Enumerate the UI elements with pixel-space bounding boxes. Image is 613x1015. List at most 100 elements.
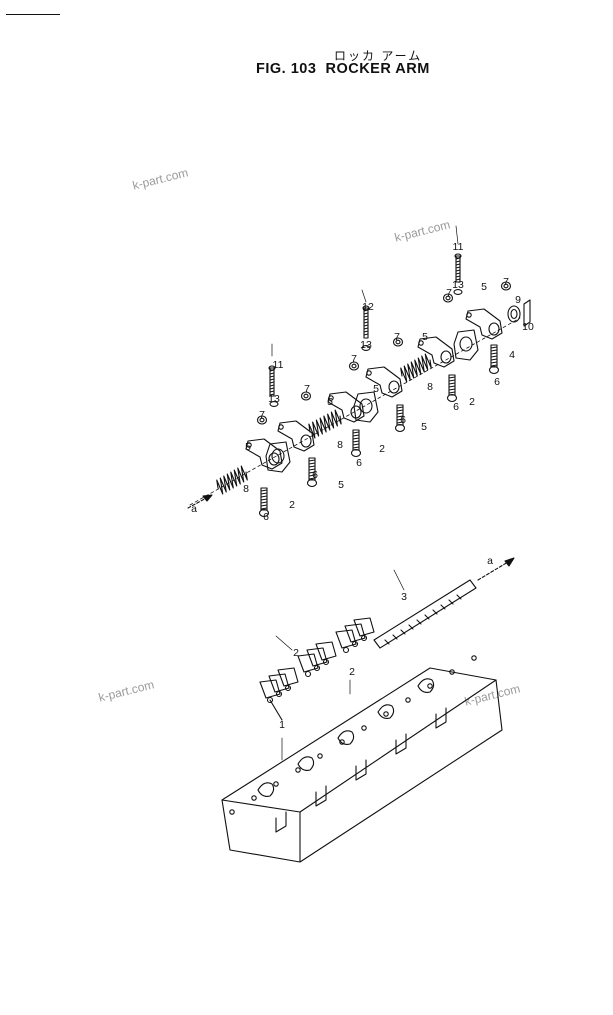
- spring-part: [216, 465, 248, 495]
- screw-thread: [363, 324, 369, 327]
- rocker-arm-bore: [440, 350, 452, 364]
- callout-label-8: 8: [427, 381, 433, 393]
- rocker-arm-bore: [488, 322, 500, 336]
- bolt-thread: [448, 376, 456, 379]
- bolt-head: [446, 393, 458, 403]
- cluster-leader: [269, 699, 283, 721]
- bolt-thread: [308, 474, 316, 477]
- callout-label-13: 13: [360, 339, 372, 351]
- callout-label-a: a: [191, 503, 197, 515]
- assembled-bolt-head: [360, 634, 368, 642]
- screw-thread: [363, 321, 369, 324]
- shaft-oil-hole: [400, 629, 406, 635]
- callout-label-10: 10: [522, 321, 534, 333]
- spring-part: [308, 409, 342, 439]
- callout-label-11: 11: [453, 241, 464, 253]
- screw-thread: [269, 393, 275, 396]
- screw-thread: [363, 318, 369, 321]
- callout-leader-line: [275, 635, 293, 651]
- screw-thread: [455, 275, 461, 278]
- head-bolt-boss: [339, 739, 345, 745]
- assembled-bolt-head: [342, 646, 350, 654]
- assembled-bolt-head: [304, 670, 312, 678]
- bolt-thread: [352, 440, 360, 443]
- callout-leader-line: [361, 289, 367, 303]
- bolt-thread: [490, 355, 498, 358]
- callout-label-2: 2: [469, 396, 475, 408]
- head-port: [315, 785, 327, 807]
- washer-part: [453, 289, 463, 295]
- bolt-thread: [448, 385, 456, 388]
- bolt-head: [488, 365, 500, 375]
- head-port: [355, 759, 367, 781]
- bolt-thread: [352, 443, 360, 446]
- nut-hole: [303, 393, 309, 399]
- screw-thread: [455, 272, 461, 275]
- cylinder-head-front-edge: [221, 799, 301, 863]
- callout-label-8: 8: [243, 483, 249, 495]
- nut-hole: [351, 363, 357, 369]
- callout-label-6: 6: [356, 457, 362, 469]
- assembled-bolt-head: [322, 658, 330, 666]
- callout-label-5: 5: [421, 421, 427, 433]
- screw-thread: [455, 257, 461, 260]
- head-bolt-boss: [273, 781, 279, 787]
- title-japanese: ロッカ アーム: [334, 49, 423, 63]
- rocker-bracket-bore: [271, 448, 285, 464]
- screw-shank: [455, 255, 461, 283]
- bolt-thread: [448, 391, 456, 394]
- nut-part: [348, 361, 360, 371]
- bolt-thread: [396, 421, 404, 424]
- assembled-bolt-head: [275, 690, 283, 698]
- callout-label-7: 7: [394, 331, 400, 343]
- callout-label-7: 7: [503, 276, 509, 288]
- cylinder-head-top-edge: [299, 679, 497, 813]
- bolt-thread: [490, 364, 498, 367]
- screw-thread: [455, 266, 461, 269]
- rocker-arm-pad: [366, 370, 372, 376]
- bolt-thread: [490, 358, 498, 361]
- screw-thread: [363, 333, 369, 336]
- assembled-bolt-head: [266, 696, 274, 704]
- shaft-oil-hole: [384, 639, 390, 645]
- rocker-arm-pad: [246, 442, 252, 448]
- screw-thread: [269, 390, 275, 393]
- arrow-a-right-shaft: [477, 561, 509, 581]
- bolt-thread: [396, 415, 404, 418]
- bolt-thread: [308, 477, 316, 480]
- callout-label-5: 5: [373, 383, 379, 395]
- screw-thread: [269, 375, 275, 378]
- screw-thread: [269, 378, 275, 381]
- callout-label-7: 7: [304, 383, 310, 395]
- nut-hole: [503, 283, 509, 289]
- callout-label-6: 6: [494, 376, 500, 388]
- bolt-thread: [352, 446, 360, 449]
- nut-part: [256, 415, 268, 425]
- callout-label-12: 12: [362, 301, 374, 313]
- assembled-bolt-head: [351, 640, 359, 648]
- rocker-arm-part: [365, 366, 403, 398]
- bolt-head: [306, 478, 318, 488]
- callout-label-6: 6: [400, 414, 406, 426]
- valve-pocket: [297, 756, 315, 771]
- head-bolt-boss: [317, 753, 323, 759]
- assembled-bolt-head: [284, 684, 292, 692]
- rocker-arm-bore: [388, 380, 400, 394]
- assembled-rocker: [277, 667, 299, 687]
- screw-thread: [455, 278, 461, 281]
- screw-thread: [455, 269, 461, 272]
- callout-label-5: 5: [338, 479, 344, 491]
- nut-hole: [259, 417, 265, 423]
- rocker-bracket-bore: [359, 398, 373, 414]
- bolt-thread: [490, 349, 498, 352]
- washer-part: [361, 345, 371, 351]
- head-port: [395, 733, 407, 755]
- callout-leader-line: [455, 225, 459, 245]
- callout-label-5: 5: [481, 281, 487, 293]
- figure-name: ROCKER ARM: [325, 61, 430, 77]
- bolt-thread: [352, 431, 360, 434]
- bolt-thread: [260, 498, 268, 501]
- washer-part: [269, 401, 279, 407]
- spring-part: [400, 353, 432, 383]
